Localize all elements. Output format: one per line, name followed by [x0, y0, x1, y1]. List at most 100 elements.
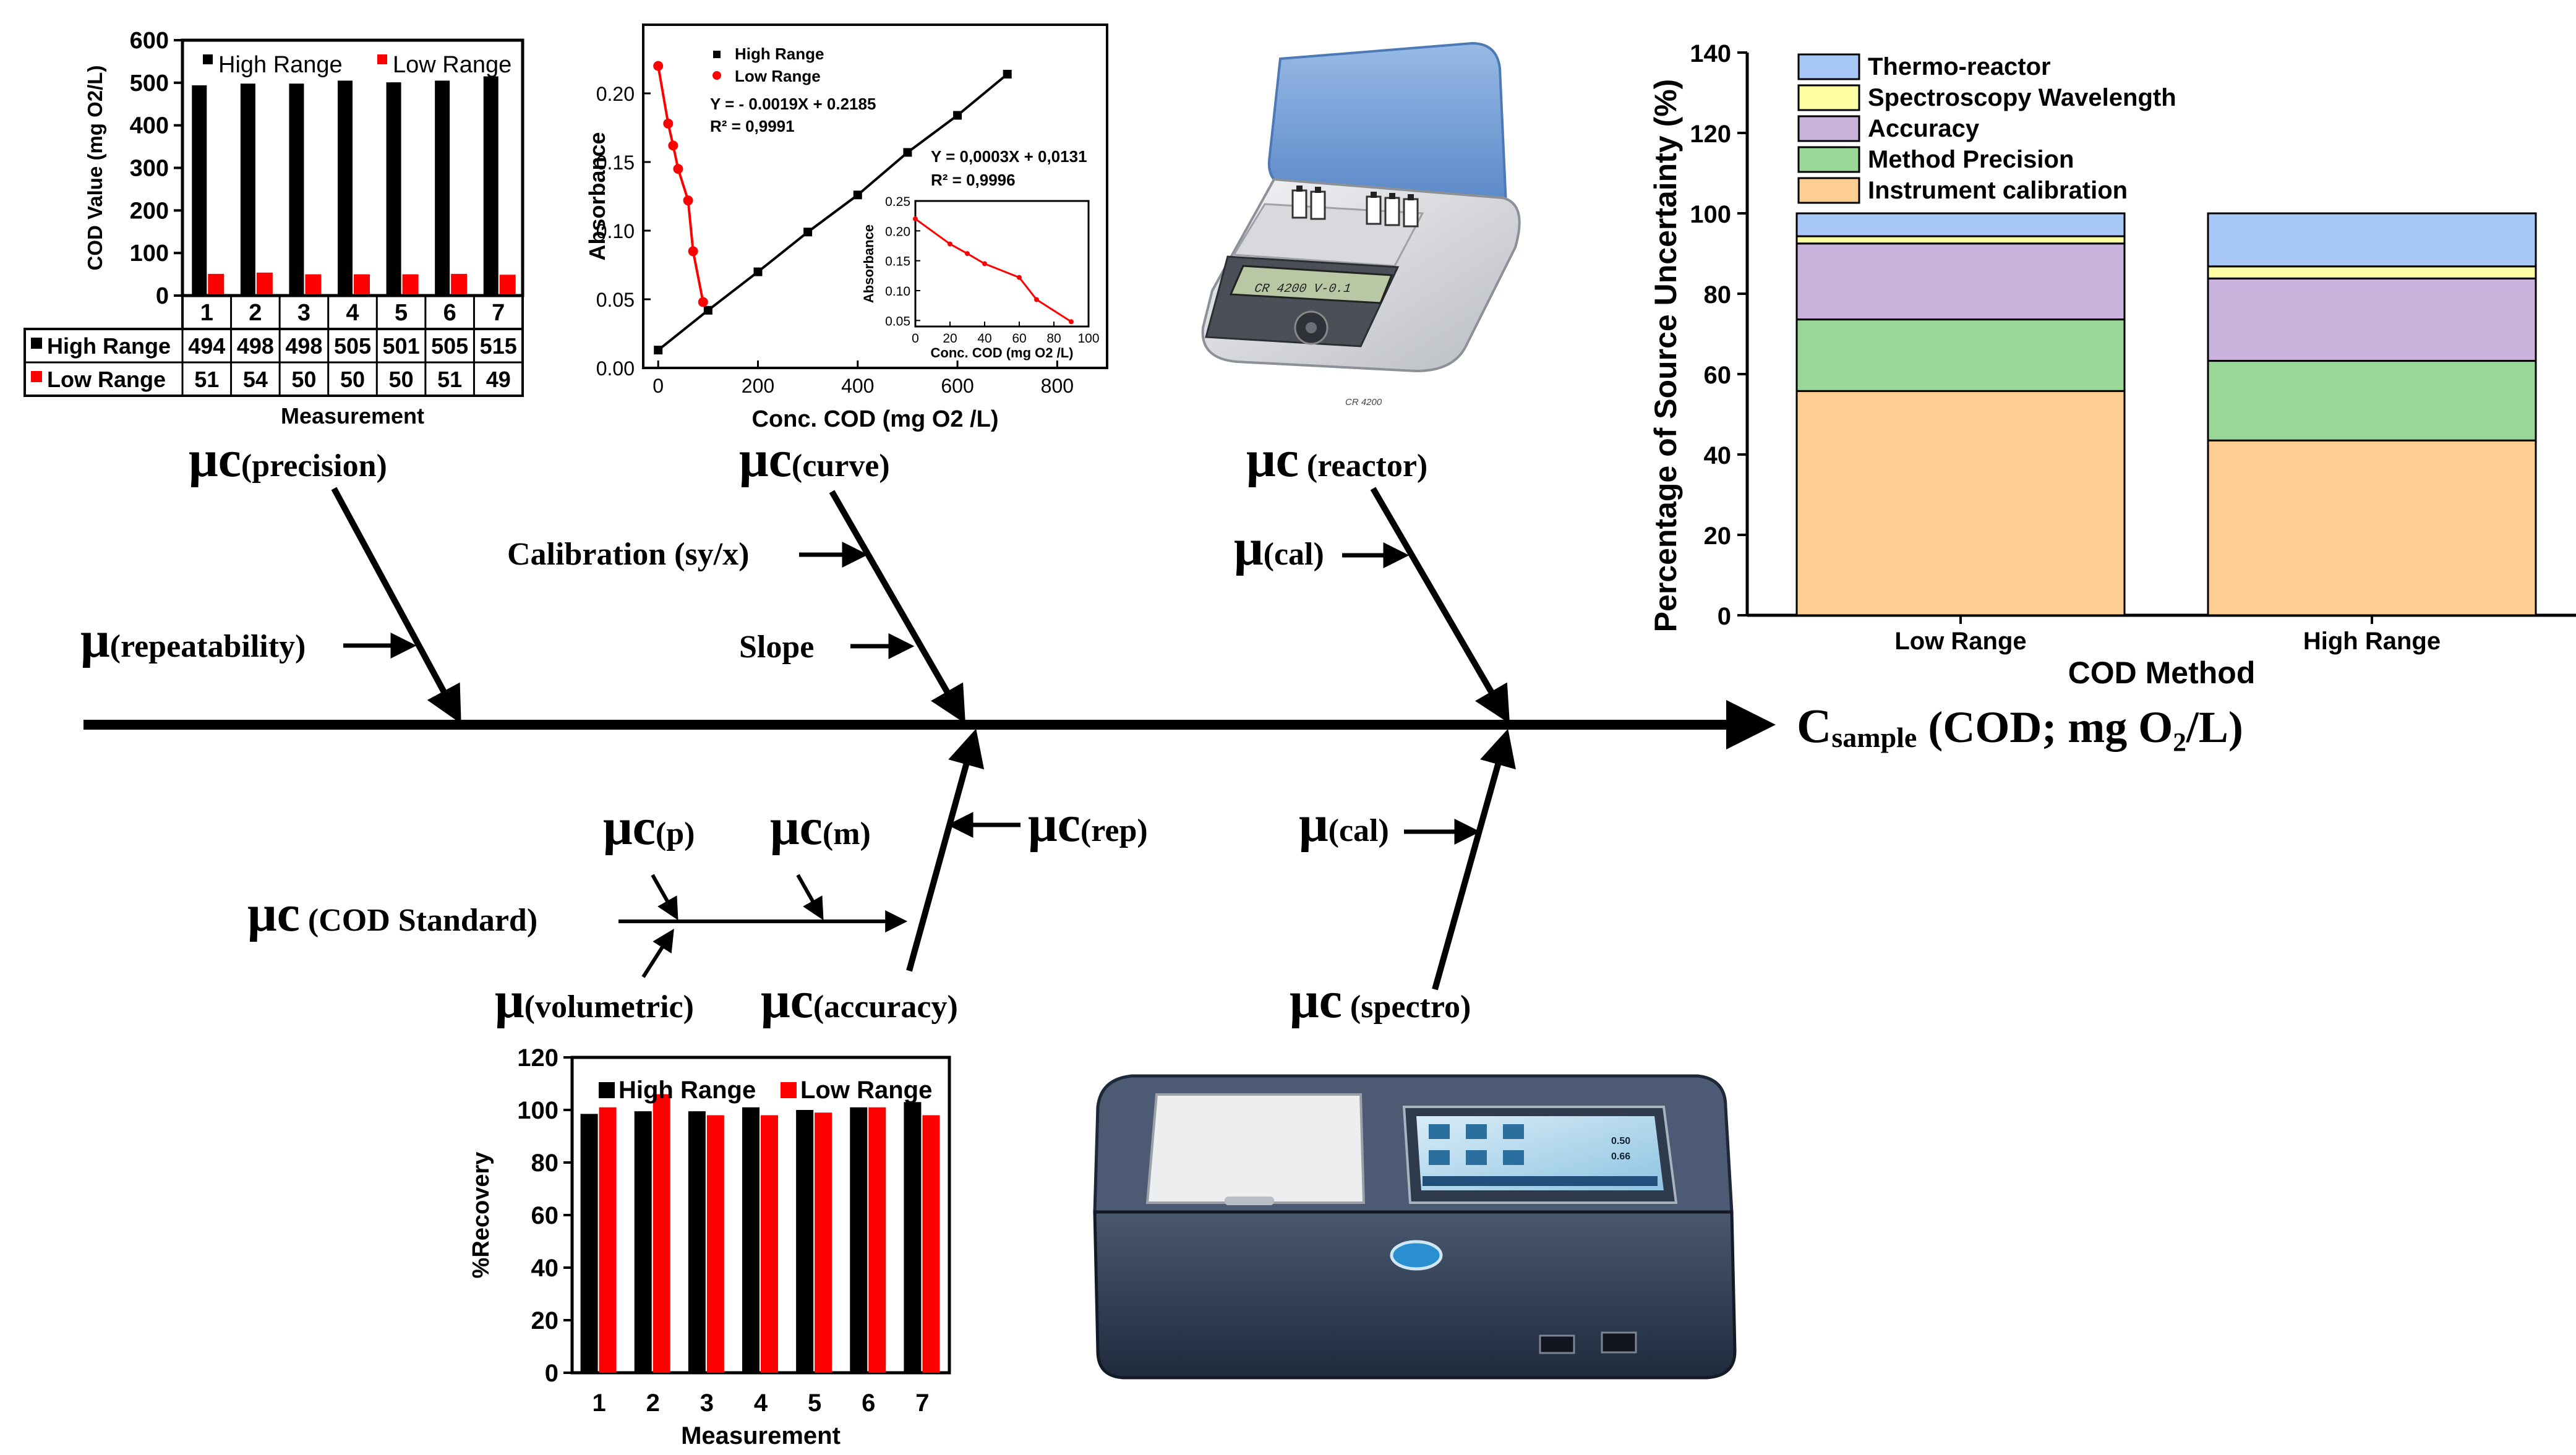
- bar-low-range: [305, 274, 322, 296]
- y-tick-label: 20: [531, 1307, 559, 1334]
- legend-swatch: [1797, 84, 1860, 111]
- y-tick-label: 100: [517, 1097, 558, 1124]
- point-high-range: [753, 267, 763, 276]
- table-cell: 50: [340, 367, 365, 392]
- stacked-segment: [1795, 242, 2126, 321]
- label-precision: μc(precision): [189, 430, 387, 488]
- usb-port-1-icon: [1539, 1334, 1575, 1354]
- bar-low-range: [761, 1115, 778, 1373]
- label-volumetric: μ(volumetric): [495, 971, 694, 1029]
- y-tick-label: 0.05: [596, 289, 635, 311]
- inset-y-tick-label: 0.15: [885, 255, 910, 269]
- label-reactor: μc (reactor): [1246, 430, 1427, 488]
- y-tick-label: 400: [130, 113, 169, 139]
- legend-label: High Range: [218, 52, 343, 78]
- y-tick-label: 200: [130, 198, 169, 224]
- x-tick-label: 400: [841, 375, 874, 397]
- y-tick-label: 0.00: [596, 357, 635, 380]
- table-cell: 505: [431, 333, 468, 359]
- table-category: 6: [443, 300, 456, 326]
- equation-high-range: Y = 0,0003X + 0,0131: [931, 147, 1087, 166]
- y-tick-label: 40: [531, 1255, 559, 1282]
- bar-low-range: [402, 274, 419, 296]
- table-category: 3: [297, 300, 310, 326]
- point-high-range: [703, 305, 712, 315]
- label-curve: μc(curve): [739, 430, 890, 488]
- x-axis-label: Measurement: [281, 403, 424, 429]
- point-high-range: [803, 228, 813, 237]
- x-tick-label: 600: [941, 375, 973, 397]
- bar-high-range: [850, 1107, 868, 1373]
- bar-low-range: [451, 273, 468, 296]
- arrow-volumetric: [641, 928, 674, 978]
- x-tick-label: 6: [862, 1389, 875, 1417]
- bar-high-range: [634, 1111, 652, 1373]
- spectro-sample-lid: [1145, 1093, 1366, 1204]
- bar-high-range: [796, 1110, 814, 1373]
- inset-x-axis-label: Conc. COD (mg O2 /L): [931, 345, 1074, 361]
- legend-swatch: [1797, 177, 1860, 204]
- arrow-m: [796, 874, 824, 921]
- inset-x-tick-label: 20: [943, 331, 957, 346]
- point-low-range: [688, 246, 698, 257]
- series-line-high-range: [657, 73, 1008, 351]
- bar-high-range: [435, 80, 450, 296]
- bar-low-range: [706, 1115, 724, 1373]
- legend-label: Thermo-reactor: [1868, 53, 2051, 80]
- table-row-label: High Range: [47, 333, 171, 359]
- legend-label: Method Precision: [1868, 146, 2074, 173]
- bone-precision: [331, 487, 461, 724]
- table-category: 4: [346, 300, 359, 326]
- fishbone-diagram: Csample (COD; mg O₂/L) μc(precision) μc(…: [80, 430, 2243, 1029]
- inset-frame: [914, 200, 1090, 328]
- bar-high-range: [192, 85, 207, 296]
- table-cell: 494: [188, 333, 225, 359]
- label-m: μc(m): [770, 798, 871, 856]
- inset-point: [913, 216, 918, 221]
- bar-high-range: [289, 83, 304, 296]
- y-tick-label: 0.15: [596, 151, 635, 174]
- stacked-segment: [2207, 277, 2537, 362]
- legend-swatch: [1797, 53, 1860, 80]
- x-tick-label: 4: [754, 1389, 768, 1417]
- legend-swatch: [713, 51, 721, 58]
- legend-label: Accuracy: [1868, 115, 1980, 142]
- label-cal-top: μ(cal): [1234, 519, 1324, 576]
- legend-swatch: [377, 54, 387, 64]
- bar-low-range: [256, 272, 273, 296]
- bar-low-range: [815, 1112, 832, 1373]
- spectrophotometer-illustration: 0.50 0.66: [1093, 1074, 1737, 1380]
- plot-frame: [642, 23, 1108, 369]
- label-accuracy: μc(accuracy): [761, 971, 958, 1029]
- legend-label: Low Range: [393, 52, 511, 78]
- y-tick-label: 40: [1704, 442, 1732, 469]
- inset-point: [1069, 319, 1074, 325]
- series-line-low-range: [657, 66, 704, 302]
- bar-high-range: [742, 1107, 760, 1373]
- x-tick-label: 800: [1041, 375, 1074, 397]
- bar-high-range: [240, 83, 255, 296]
- x-tick-label: Low Range: [1894, 628, 2026, 655]
- bone-curve: [829, 490, 965, 724]
- table-category: 2: [249, 300, 262, 326]
- stacked-segment: [2207, 360, 2537, 442]
- table-cell: 498: [237, 333, 274, 359]
- legend-swatch: [203, 54, 213, 64]
- label-calibration-syx: Calibration (sy/x): [507, 537, 749, 572]
- bar-low-range: [499, 275, 516, 296]
- table-row-swatch: [31, 338, 42, 349]
- inset-x-tick-label: 60: [1012, 331, 1026, 346]
- x-axis-label: Conc. COD (mg O2 /L): [752, 406, 999, 432]
- inset-x-tick-label: 80: [1046, 331, 1061, 346]
- legend-swatch: [1797, 115, 1860, 142]
- label-spectro: μc (spectro): [1290, 971, 1471, 1029]
- x-tick-label: 7: [915, 1389, 929, 1417]
- y-tick-label: 120: [517, 1044, 558, 1072]
- legend-label: Low Range: [735, 67, 821, 85]
- label-cod-standard: μc (COD Standard): [247, 885, 537, 942]
- legend-swatch: [712, 71, 721, 80]
- point-high-range: [654, 346, 663, 355]
- bar-high-range: [904, 1102, 922, 1373]
- spectro-front-body: [1093, 1210, 1737, 1380]
- inset-point: [948, 241, 952, 247]
